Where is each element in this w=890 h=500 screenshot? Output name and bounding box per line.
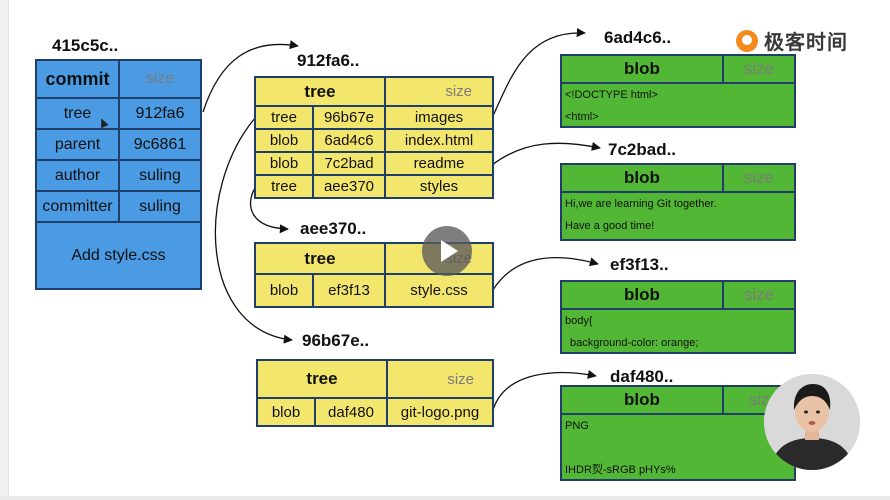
commit-value: suling [118, 159, 202, 192]
geektime-logo: 极客时间 [736, 26, 848, 55]
commit-value: suling [118, 190, 202, 223]
presenter-portrait [764, 374, 860, 470]
blob-hash: ef3f13.. [610, 255, 669, 274]
blob-content-line: IHDR烮-sRGB pHYs% [565, 464, 676, 476]
tree-entry-kind: tree [254, 174, 314, 199]
blob-hash: 6ad4c6.. [604, 28, 672, 47]
blob-content-line: Hi,we are learning Git together. [565, 198, 717, 210]
arrow-tree-to-blob-7c2bad [491, 141, 601, 166]
blob-hash: 7c2bad.. [608, 140, 677, 159]
tree-entry-name: images [384, 105, 494, 130]
commit-hash: 415c5c.. [52, 36, 119, 55]
presenter-video-avatar [764, 374, 860, 470]
arrow-tree-to-tree-aee370 [249, 187, 289, 234]
blob-content-line [565, 439, 791, 461]
arrow-tree-to-blob-6ad4c6 [491, 28, 586, 119]
blob-content-line: Have a good time! [565, 220, 655, 232]
tree-entry-name: readme [384, 151, 494, 176]
blob-content-line: <!DOCTYPE html> [565, 89, 658, 101]
tree-entry-kind: blob [254, 151, 314, 176]
play-icon[interactable] [422, 226, 472, 276]
blob-content-line: <html> [565, 111, 599, 123]
blob-content-line: PNG [565, 420, 589, 432]
tree-entry-kind: blob [254, 273, 314, 308]
tree-size-label: size [386, 359, 494, 399]
blob-object-daf480: blob siz PNG IHDR烮-sRGB pHYs% [560, 385, 796, 481]
tree-type-label: tree [254, 242, 386, 275]
tree-entry-name: style.css [384, 273, 494, 308]
video-progress-track[interactable] [0, 496, 890, 500]
tree-hash: 96b67e.. [302, 331, 370, 350]
commit-size-label: size [118, 59, 202, 99]
commit-message: Add style.css [35, 221, 202, 290]
blob-size-label: size [743, 168, 775, 187]
tree-entry-id: aee370 [312, 174, 386, 199]
blob-object-6ad4c6: blob size <!DOCTYPE html> <html> [560, 54, 796, 128]
blob-content-line: body{ [565, 315, 593, 327]
arrow-tree-to-blob-ef3f13 [492, 256, 599, 291]
window-frame-left [0, 0, 9, 500]
tree-entry-name: index.html [384, 128, 494, 153]
tree-size-label: size [384, 76, 494, 107]
blob-hash: daf480.. [610, 367, 674, 386]
blob-size-label: size [743, 59, 775, 78]
blob-object-ef3f13: blob size body{ background-color: orange; [560, 280, 796, 354]
blob-type-label: blob [562, 387, 724, 413]
tree-entry-name: styles [384, 174, 494, 199]
tree-entry-id: daf480 [314, 397, 388, 427]
tree-hash: aee370.. [300, 219, 367, 238]
commit-key: author [35, 159, 120, 192]
arrow-commit-to-tree-912fa6 [202, 40, 299, 113]
brand-name: 极客时间 [764, 32, 848, 54]
tree-entry-name: git-logo.png [386, 397, 494, 427]
blob-type-label: blob [562, 282, 724, 308]
commit-value: 9c6861 [118, 128, 202, 161]
tree-entry-id: 96b67e [312, 105, 386, 130]
tree-entry-kind: blob [256, 397, 316, 427]
blob-size-label: size [743, 285, 775, 304]
commit-key: tree [35, 97, 120, 130]
blob-type-label: blob [562, 56, 724, 82]
tree-entry-id: ef3f13 [312, 273, 386, 308]
tree-entry-id: 6ad4c6 [312, 128, 386, 153]
blob-type-label: blob [562, 165, 724, 191]
commit-key: parent [35, 128, 120, 161]
blob-object-7c2bad: blob size Hi,we are learning Git together… [560, 163, 796, 241]
geektime-logo-icon [736, 29, 758, 52]
tree-hash: 912fa6.. [297, 51, 360, 70]
arrow-tree-to-blob-daf480 [492, 369, 597, 411]
tree-entry-kind: tree [254, 105, 314, 130]
commit-key: committer [35, 190, 120, 223]
commit-type-label: commit [35, 59, 120, 99]
commit-value: 912fa6 [118, 97, 202, 130]
blob-size-label: siz [748, 390, 770, 409]
tree-type-label: tree [256, 359, 388, 399]
blob-content-line: background-color: orange; [570, 337, 699, 349]
arrow-tree-to-tree-96b67e [214, 117, 293, 344]
tree-type-label: tree [254, 76, 386, 107]
tree-entry-id: 7c2bad [312, 151, 386, 176]
tree-entry-kind: blob [254, 128, 314, 153]
